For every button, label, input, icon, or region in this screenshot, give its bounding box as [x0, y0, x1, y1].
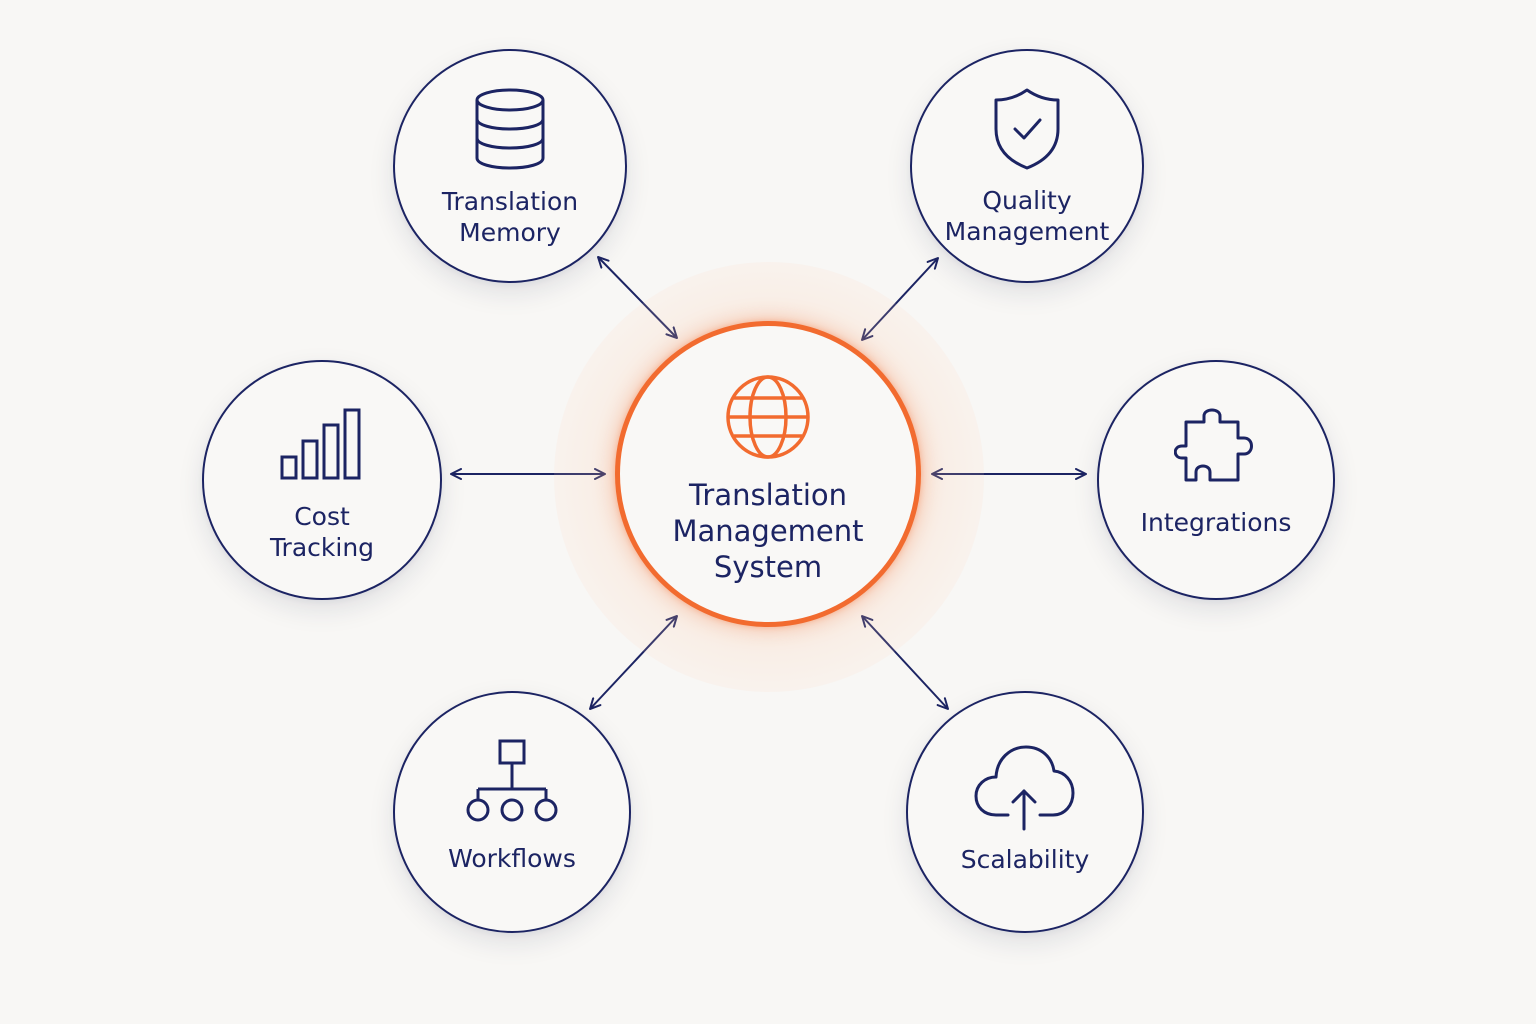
node-scalability: Scalability — [906, 691, 1144, 933]
node-label: Workflows — [448, 844, 576, 873]
hierarchy-icon — [395, 739, 629, 823]
node-label: Quality Management — [944, 186, 1110, 246]
node-label: Cost Tracking — [269, 502, 375, 562]
bar-chart-icon — [204, 408, 440, 480]
node-label: Scalability — [960, 845, 1090, 874]
node-cost-tracking: Cost Tracking — [202, 360, 442, 600]
hub-label: Translation Management System — [672, 478, 864, 584]
cloud-upload-icon — [908, 743, 1142, 831]
node-integrations: Integrations — [1097, 360, 1335, 600]
node-label: Integrations — [1140, 508, 1292, 537]
connector-translation-memory — [597, 256, 678, 339]
shield-check-icon — [912, 87, 1142, 171]
node-label: Translation Memory — [441, 187, 579, 247]
connector-scalability — [861, 615, 949, 710]
connector-workflows — [589, 615, 678, 710]
node-workflows: Workflows — [393, 691, 631, 933]
node-translation-memory: Translation Memory — [393, 49, 627, 283]
node-quality-management: Quality Management — [910, 49, 1144, 283]
connector-quality-management — [861, 257, 939, 341]
database-icon — [395, 87, 625, 171]
hub-translation-management-system: Translation Management System — [615, 321, 921, 627]
globe-icon — [620, 372, 916, 462]
puzzle-piece-icon — [1099, 406, 1333, 486]
